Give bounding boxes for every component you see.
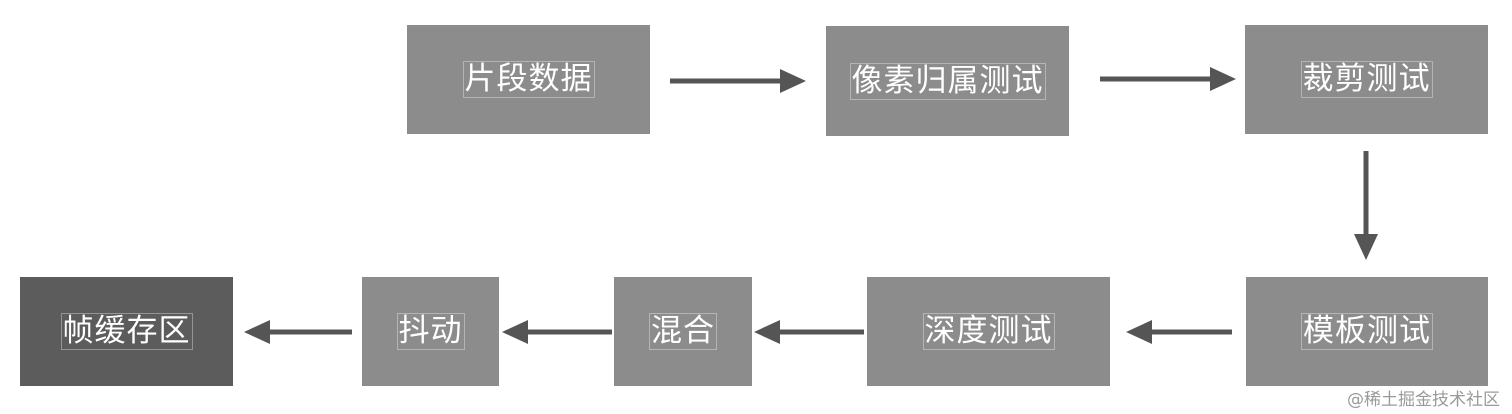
node-stencil-test-label: 模板测试 xyxy=(1301,313,1433,350)
node-depth-test-label: 深度测试 xyxy=(922,313,1055,350)
arrow-depth-to-blending xyxy=(754,320,864,344)
arrow-blending-to-dithering xyxy=(502,320,612,344)
watermark: @稀土掘金技术社区 xyxy=(1347,390,1500,410)
node-fragment-data: 片段数据 xyxy=(407,25,650,134)
node-frame-buffer-label: 帧缓存区 xyxy=(60,313,193,350)
node-dithering: 抖动 xyxy=(362,277,499,386)
arrow-scissor-to-stencil xyxy=(1354,151,1378,260)
arrow-pixel-ownership-to-scissor xyxy=(1100,67,1236,91)
node-depth-test: 深度测试 xyxy=(867,277,1110,386)
arrow-stencil-to-depth xyxy=(1126,320,1232,344)
node-scissor-test-label: 裁剪测试 xyxy=(1300,61,1433,98)
node-stencil-test: 模板测试 xyxy=(1246,277,1488,386)
arrow-fragment-to-pixel-ownership xyxy=(670,69,806,93)
node-pixel-ownership-test: 像素归属测试 xyxy=(826,26,1069,136)
node-scissor-test: 裁剪测试 xyxy=(1245,25,1488,134)
arrow-dithering-to-frame-buffer xyxy=(244,320,352,344)
node-blending-label: 混合 xyxy=(649,313,717,350)
node-blending: 混合 xyxy=(614,277,752,386)
node-frame-buffer: 帧缓存区 xyxy=(20,277,233,386)
node-dithering-label: 抖动 xyxy=(396,313,465,350)
node-fragment-data-label: 片段数据 xyxy=(462,61,595,98)
node-pixel-ownership-test-label: 像素归属测试 xyxy=(849,62,1046,100)
